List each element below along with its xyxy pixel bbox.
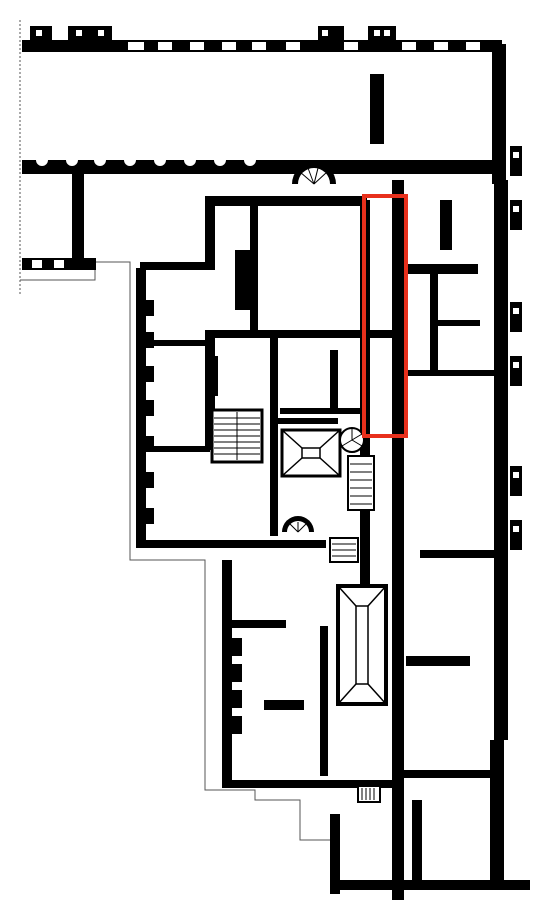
south-west-bays xyxy=(228,638,242,734)
interior-partitions xyxy=(150,250,360,452)
west-wing-gaps xyxy=(32,260,64,268)
east-interior xyxy=(404,200,498,890)
east-wing-facade xyxy=(490,146,522,890)
spiral-staircase-top-icon xyxy=(292,162,336,185)
south-wing xyxy=(222,560,530,894)
spiral-staircase-mid-icon xyxy=(339,427,365,453)
north-inner-wall xyxy=(22,74,502,264)
staircase-bottom-icon xyxy=(357,785,381,803)
pyramid-roof-upper-icon xyxy=(280,428,342,478)
north-window-gaps xyxy=(36,30,480,50)
staircase-left-icon xyxy=(210,408,264,464)
staircase-lower-icon xyxy=(329,537,359,563)
staircase-center-icon xyxy=(347,455,375,511)
highlighted-corridor-box xyxy=(362,194,408,438)
north-inner-notches xyxy=(36,154,256,166)
east-facade-gaps xyxy=(513,152,519,532)
spiral-staircase-lower-icon xyxy=(282,516,314,533)
pyramid-roof-lower-icon xyxy=(336,584,388,706)
